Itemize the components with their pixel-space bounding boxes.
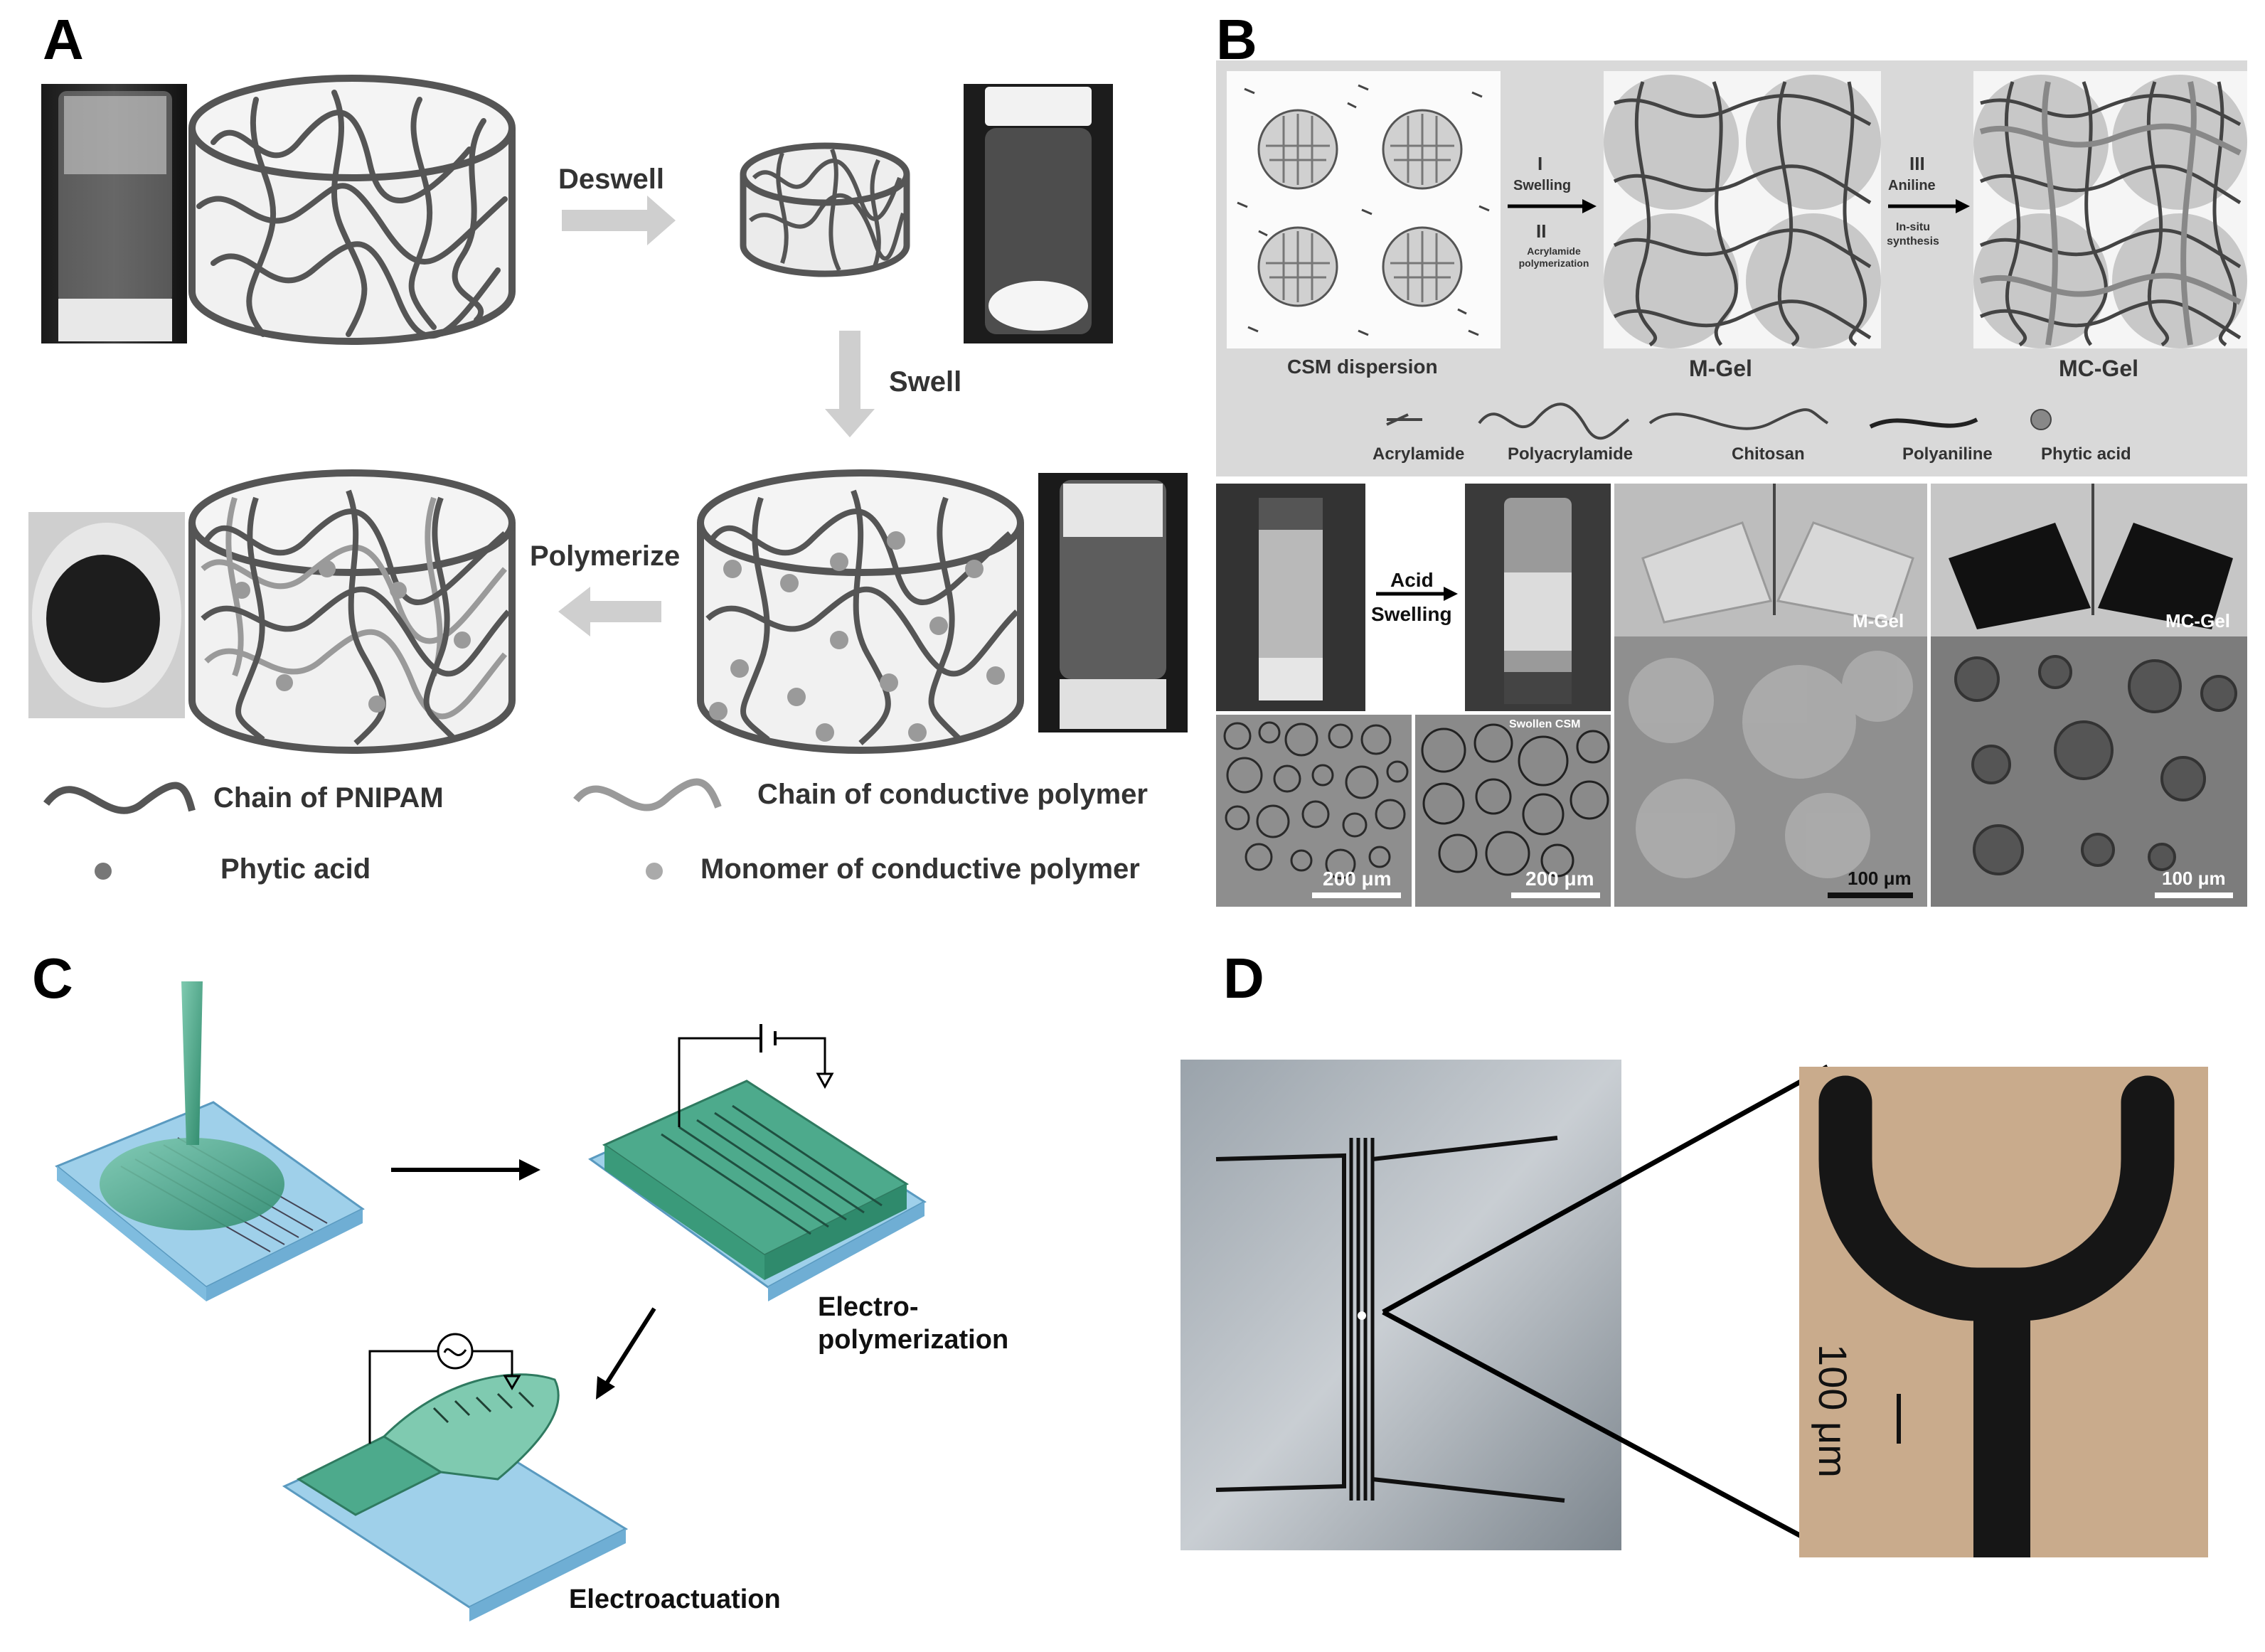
panel-a-letter: A	[43, 8, 84, 71]
b-legend-phytic: Phytic acid	[2041, 444, 2131, 464]
mc-gel-photo	[1931, 484, 2247, 636]
panel-d-letter: D	[1223, 947, 1264, 1010]
m-gel-sem	[1614, 636, 1927, 907]
label-polymerize: Polymerize	[530, 540, 681, 572]
vial-photo-deswollen	[964, 84, 1113, 343]
mc-gel-sem	[1931, 636, 2247, 907]
label-step-1: Swelling	[1513, 178, 1572, 193]
vial-photos-acid-swelling	[1216, 484, 1611, 711]
scale-bar-mc-gel: 100 μm	[2162, 868, 2226, 889]
label-electropolymerization: Electro- polymerization	[818, 1292, 1009, 1355]
label-mc-gel-stage: MC-Gel	[2059, 356, 2138, 381]
label-m-gel-stage: M-Gel	[1689, 356, 1752, 381]
b-legend-glyphs	[1386, 403, 1829, 440]
hydrogel-cylinder-swollen	[188, 75, 516, 345]
csm-dispersion-box	[1227, 71, 1501, 348]
label-electroactuation: Electroactuation	[569, 1584, 781, 1614]
label-swollen-csm: Swollen CSM	[1509, 718, 1581, 730]
label-step-3-num: III	[1909, 153, 1925, 174]
legend-conductive-chain: Chain of conductive polymer	[757, 779, 1148, 810]
m-gel-photo	[1614, 484, 1927, 636]
arrow-deswell	[562, 196, 676, 245]
hydrogel-cylinder-conductive	[188, 469, 516, 754]
legend-pnipam: Chain of PNIPAM	[213, 782, 444, 814]
scale-bar-m-gel: 100 μm	[1848, 868, 1912, 889]
csm-micrograph	[1216, 715, 1412, 907]
b-legend-chitosan: Chitosan	[1732, 444, 1805, 464]
label-mc-gel-photo: MC-Gel	[2165, 610, 2230, 632]
label-swell: Swell	[889, 366, 962, 398]
label-step-1-num: I	[1537, 153, 1543, 174]
panel-c-diagram	[55, 981, 927, 1621]
label-deswell: Deswell	[558, 164, 664, 195]
arrow-c-2	[602, 1307, 656, 1388]
scale-bar-csm: 200 μm	[1323, 868, 1392, 890]
label-step-2: Acrylamide polymerization	[1518, 245, 1589, 269]
panel-c-letter: C	[32, 947, 73, 1010]
vial-photo-swollen	[1038, 473, 1188, 732]
b-legend-acrylamide: Acrylamide	[1373, 444, 1465, 464]
scale-bar-swollen-csm: 200 μm	[1525, 868, 1594, 890]
conductive-gel-photo	[28, 512, 185, 718]
label-swelling: Swelling	[1371, 603, 1452, 625]
substrate-electropolymerization	[588, 1024, 927, 1301]
legend-pnipam-glyph	[43, 782, 196, 814]
hydrogel-cylinder-deswollen	[740, 142, 910, 277]
label-step-3: Aniline	[1888, 178, 1936, 193]
legend-phytic-dot	[95, 863, 112, 880]
arrow-swell	[825, 331, 875, 437]
label-csm-dispersion: CSM dispersion	[1287, 356, 1438, 378]
label-step-2-num: II	[1536, 220, 1547, 242]
zoom-line-top	[1382, 1064, 1829, 1315]
zoom-line-bottom	[1382, 1309, 1829, 1553]
scale-bar-zoom-label: 100 μm	[1811, 1344, 1855, 1478]
hydrogel-cylinder-with-monomer	[697, 469, 1024, 754]
arrow-polymerize	[558, 587, 661, 636]
b-legend-polyaniline: Polyaniline	[1902, 444, 1993, 464]
label-m-gel-photo: M-Gel	[1853, 610, 1904, 632]
label-acid: Acid	[1390, 569, 1434, 591]
mc-gel-box	[1973, 71, 2247, 348]
legend-phytic: Phytic acid	[220, 853, 371, 885]
substrate-electroactuation	[282, 1333, 629, 1621]
panel-b-diagram	[1216, 60, 2247, 907]
electrode-zoom	[1799, 1067, 2208, 1557]
legend-monomer: Monomer of conductive polymer	[700, 853, 1140, 885]
substrate-casting	[55, 981, 365, 1301]
label-step-3-sub: In-situ synthesis	[1887, 221, 1939, 247]
panel-d-diagram	[1181, 1060, 2208, 1557]
legend-conductive-chain-glyph	[573, 778, 722, 811]
panel-a-diagram	[28, 75, 1188, 880]
b-legend-polyacrylamide: Polyacrylamide	[1508, 444, 1634, 464]
legend-monomer-dot	[646, 863, 663, 880]
swollen-csm-micrograph	[1415, 715, 1611, 907]
m-gel-box	[1604, 71, 1881, 348]
vial-photo-clear	[41, 84, 187, 343]
